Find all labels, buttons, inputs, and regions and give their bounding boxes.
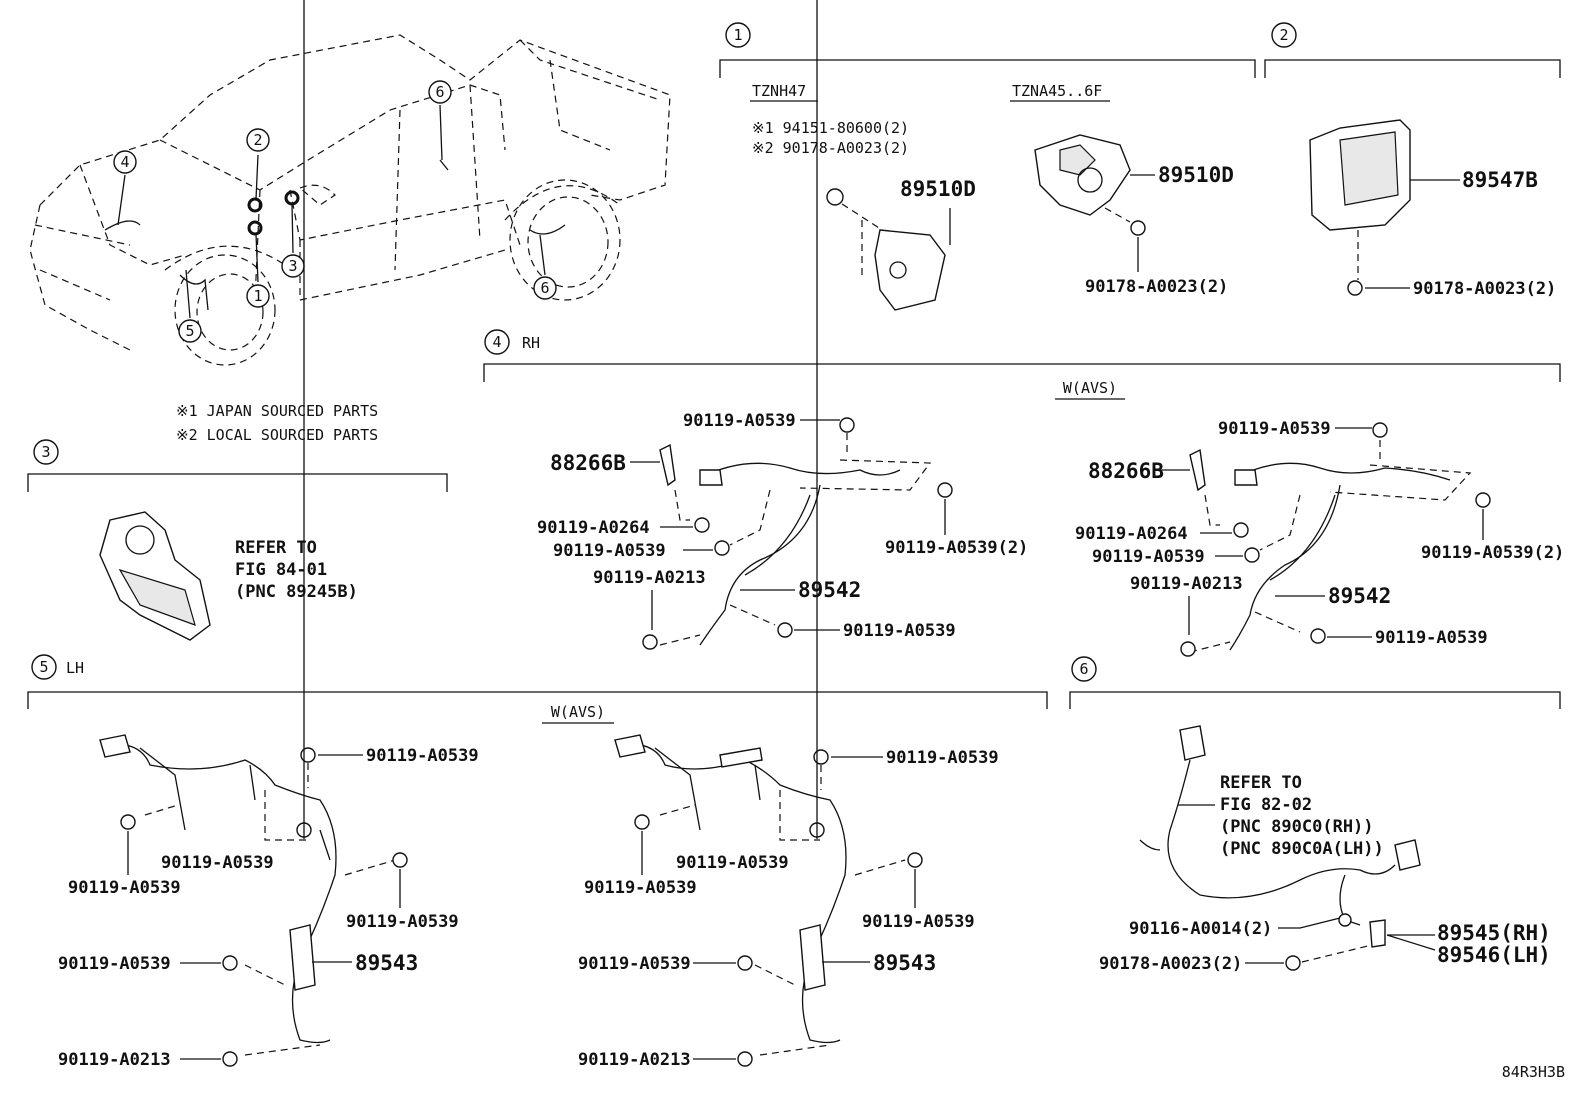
s4-left-bolt-mid: 90119-A0539 bbox=[553, 541, 666, 561]
figure-code: 84R3H3B bbox=[1502, 1063, 1565, 1081]
s4-right-bolt-right2: 90119-A0539(2) bbox=[1421, 543, 1564, 563]
section-6-number: 6 bbox=[1079, 660, 1088, 678]
section-6: 6 REFER TO FIG 82-02 (PNC 890C0(RH)) (PN… bbox=[1069, 656, 1561, 974]
s6-bolt-a0014: 90116-A0014(2) bbox=[1129, 919, 1272, 939]
s4-right-assembly bbox=[1189, 440, 1472, 653]
s5-right-sensor: 89543 bbox=[873, 951, 936, 975]
section-4-number: 4 bbox=[492, 333, 501, 351]
s4-right-bolt-a0264: 90119-A0264 bbox=[1075, 524, 1188, 544]
s2-module-bolt: 90178-A0023(2) bbox=[1413, 279, 1556, 299]
variant-tznh47: TZNH47 bbox=[752, 82, 806, 100]
section-3: 3 REFER TO FIG 84-01 (PNC 89245B) bbox=[27, 439, 448, 641]
s4-left-bolt-bottom: 90119-A0539 bbox=[843, 621, 956, 641]
s3-ref-line2: FIG 84-01 bbox=[235, 560, 327, 580]
section-4-side: RH bbox=[522, 334, 540, 352]
s2-module-part: 89547B bbox=[1462, 168, 1538, 192]
s5-left-bolt-mid: 90119-A0539 bbox=[161, 853, 274, 873]
truck-callout-2: 2 bbox=[253, 131, 262, 149]
s6-bolt-a0023: 90178-A0023(2) bbox=[1099, 954, 1242, 974]
s5-right-bolt-top: 90119-A0539 bbox=[886, 748, 999, 768]
s6-part-lh: 89546(LH) bbox=[1437, 943, 1551, 967]
s1-japan-bolt: ※1 94151-80600(2) bbox=[752, 119, 909, 137]
section-5-side: LH bbox=[66, 659, 84, 677]
s4-right-bolt-a0213: 90119-A0213 bbox=[1130, 574, 1243, 594]
section-1: 1 TZNH47 TZNA45..6F ※1 94151-80600(2) ※2… bbox=[719, 22, 1256, 311]
s6-ref-line4: (PNC 890C0A(LH)) bbox=[1220, 839, 1384, 859]
s4-right-sensor: 89542 bbox=[1328, 584, 1391, 608]
section-4: 4 RH W(AVS) 90119-A0539 88266B 90119-A02… bbox=[483, 329, 1564, 657]
s6-ref-line3: (PNC 890C0(RH)) bbox=[1220, 817, 1374, 837]
section-3-number: 3 bbox=[41, 443, 50, 461]
section-4-group: W(AVS) bbox=[1063, 379, 1117, 397]
truck-callout-4: 4 bbox=[120, 153, 129, 171]
s5-left-bolt-top: 90119-A0539 bbox=[366, 746, 479, 766]
section-5: 5 LH W(AVS) 90119-A0539 90119-A0539 9011 bbox=[27, 0, 1048, 1070]
section-1-number: 1 bbox=[733, 26, 742, 44]
s4-right-bolt-top: 90119-A0539 bbox=[1218, 419, 1331, 439]
s4-left-bolt-a0213: 90119-A0213 bbox=[593, 568, 706, 588]
s4-right-bolt-bottom: 90119-A0539 bbox=[1375, 628, 1488, 648]
truck-callout-5: 5 bbox=[185, 322, 194, 340]
truck-illustration: 2 1 3 4 5 6 6 bbox=[29, 34, 671, 366]
s5-left-bolt-a0213: 90119-A0213 bbox=[58, 1050, 171, 1070]
s5-left-assembly bbox=[99, 734, 396, 1056]
s4-left-sensor: 89542 bbox=[798, 578, 861, 602]
s1-sensor-b-part: 89510D bbox=[1158, 163, 1234, 187]
s4-left-assembly bbox=[659, 433, 932, 646]
section-2: 2 89547B 90178-A0023(2) bbox=[1264, 22, 1561, 299]
section-5-group: W(AVS) bbox=[551, 703, 605, 721]
s5-left-bolt-right: 90119-A0539 bbox=[346, 912, 459, 932]
note-local-sourced: ※2 LOCAL SOURCED PARTS bbox=[176, 426, 378, 444]
s5-right-bolt-right: 90119-A0539 bbox=[862, 912, 975, 932]
s5-left-sensor: 89543 bbox=[355, 951, 418, 975]
s1-sensor-b-bolt: 90178-A0023(2) bbox=[1085, 277, 1228, 297]
s5-right-assembly bbox=[614, 734, 906, 1056]
note-japan-sourced: ※1 JAPAN SOURCED PARTS bbox=[176, 402, 378, 420]
s5-right-bolt-left: 90119-A0539 bbox=[584, 878, 697, 898]
s4-left-bolt-right2: 90119-A0539(2) bbox=[885, 538, 1028, 558]
s5-left-bolt-lower: 90119-A0539 bbox=[58, 954, 171, 974]
truck-callout-1: 1 bbox=[253, 287, 262, 305]
s1-local-bolt: ※2 90178-A0023(2) bbox=[752, 139, 909, 157]
s5-left-bolt-left: 90119-A0539 bbox=[68, 878, 181, 898]
s4-right-bracket: 88266B bbox=[1088, 459, 1164, 483]
s4-right-bolt-mid: 90119-A0539 bbox=[1092, 547, 1205, 567]
s5-right-bolt-a0213: 90119-A0213 bbox=[578, 1050, 691, 1070]
s6-ref-line2: FIG 82-02 bbox=[1220, 795, 1312, 815]
s4-left-bracket: 88266B bbox=[550, 451, 626, 475]
s5-right-bolt-mid: 90119-A0539 bbox=[676, 853, 789, 873]
s3-ref-line1: REFER TO bbox=[235, 538, 317, 558]
truck-callout-6-front: 6 bbox=[435, 83, 444, 101]
truck-callout-6-rear: 6 bbox=[540, 279, 549, 297]
section-2-number: 2 bbox=[1279, 26, 1288, 44]
s6-ref-line1: REFER TO bbox=[1220, 773, 1302, 793]
s3-ref-line3: (PNC 89245B) bbox=[235, 582, 358, 602]
s4-left-bolt-a0264: 90119-A0264 bbox=[537, 518, 650, 538]
variant-tzna45: TZNA45..6F bbox=[1012, 82, 1102, 100]
s1-sensor-a-part: 89510D bbox=[900, 177, 976, 201]
s6-part-rh: 89545(RH) bbox=[1437, 921, 1551, 945]
truck-callout-3: 3 bbox=[288, 257, 297, 275]
section-5-number: 5 bbox=[39, 658, 48, 676]
s4-left-bolt-top: 90119-A0539 bbox=[683, 411, 796, 431]
s5-right-bolt-lower: 90119-A0539 bbox=[578, 954, 691, 974]
